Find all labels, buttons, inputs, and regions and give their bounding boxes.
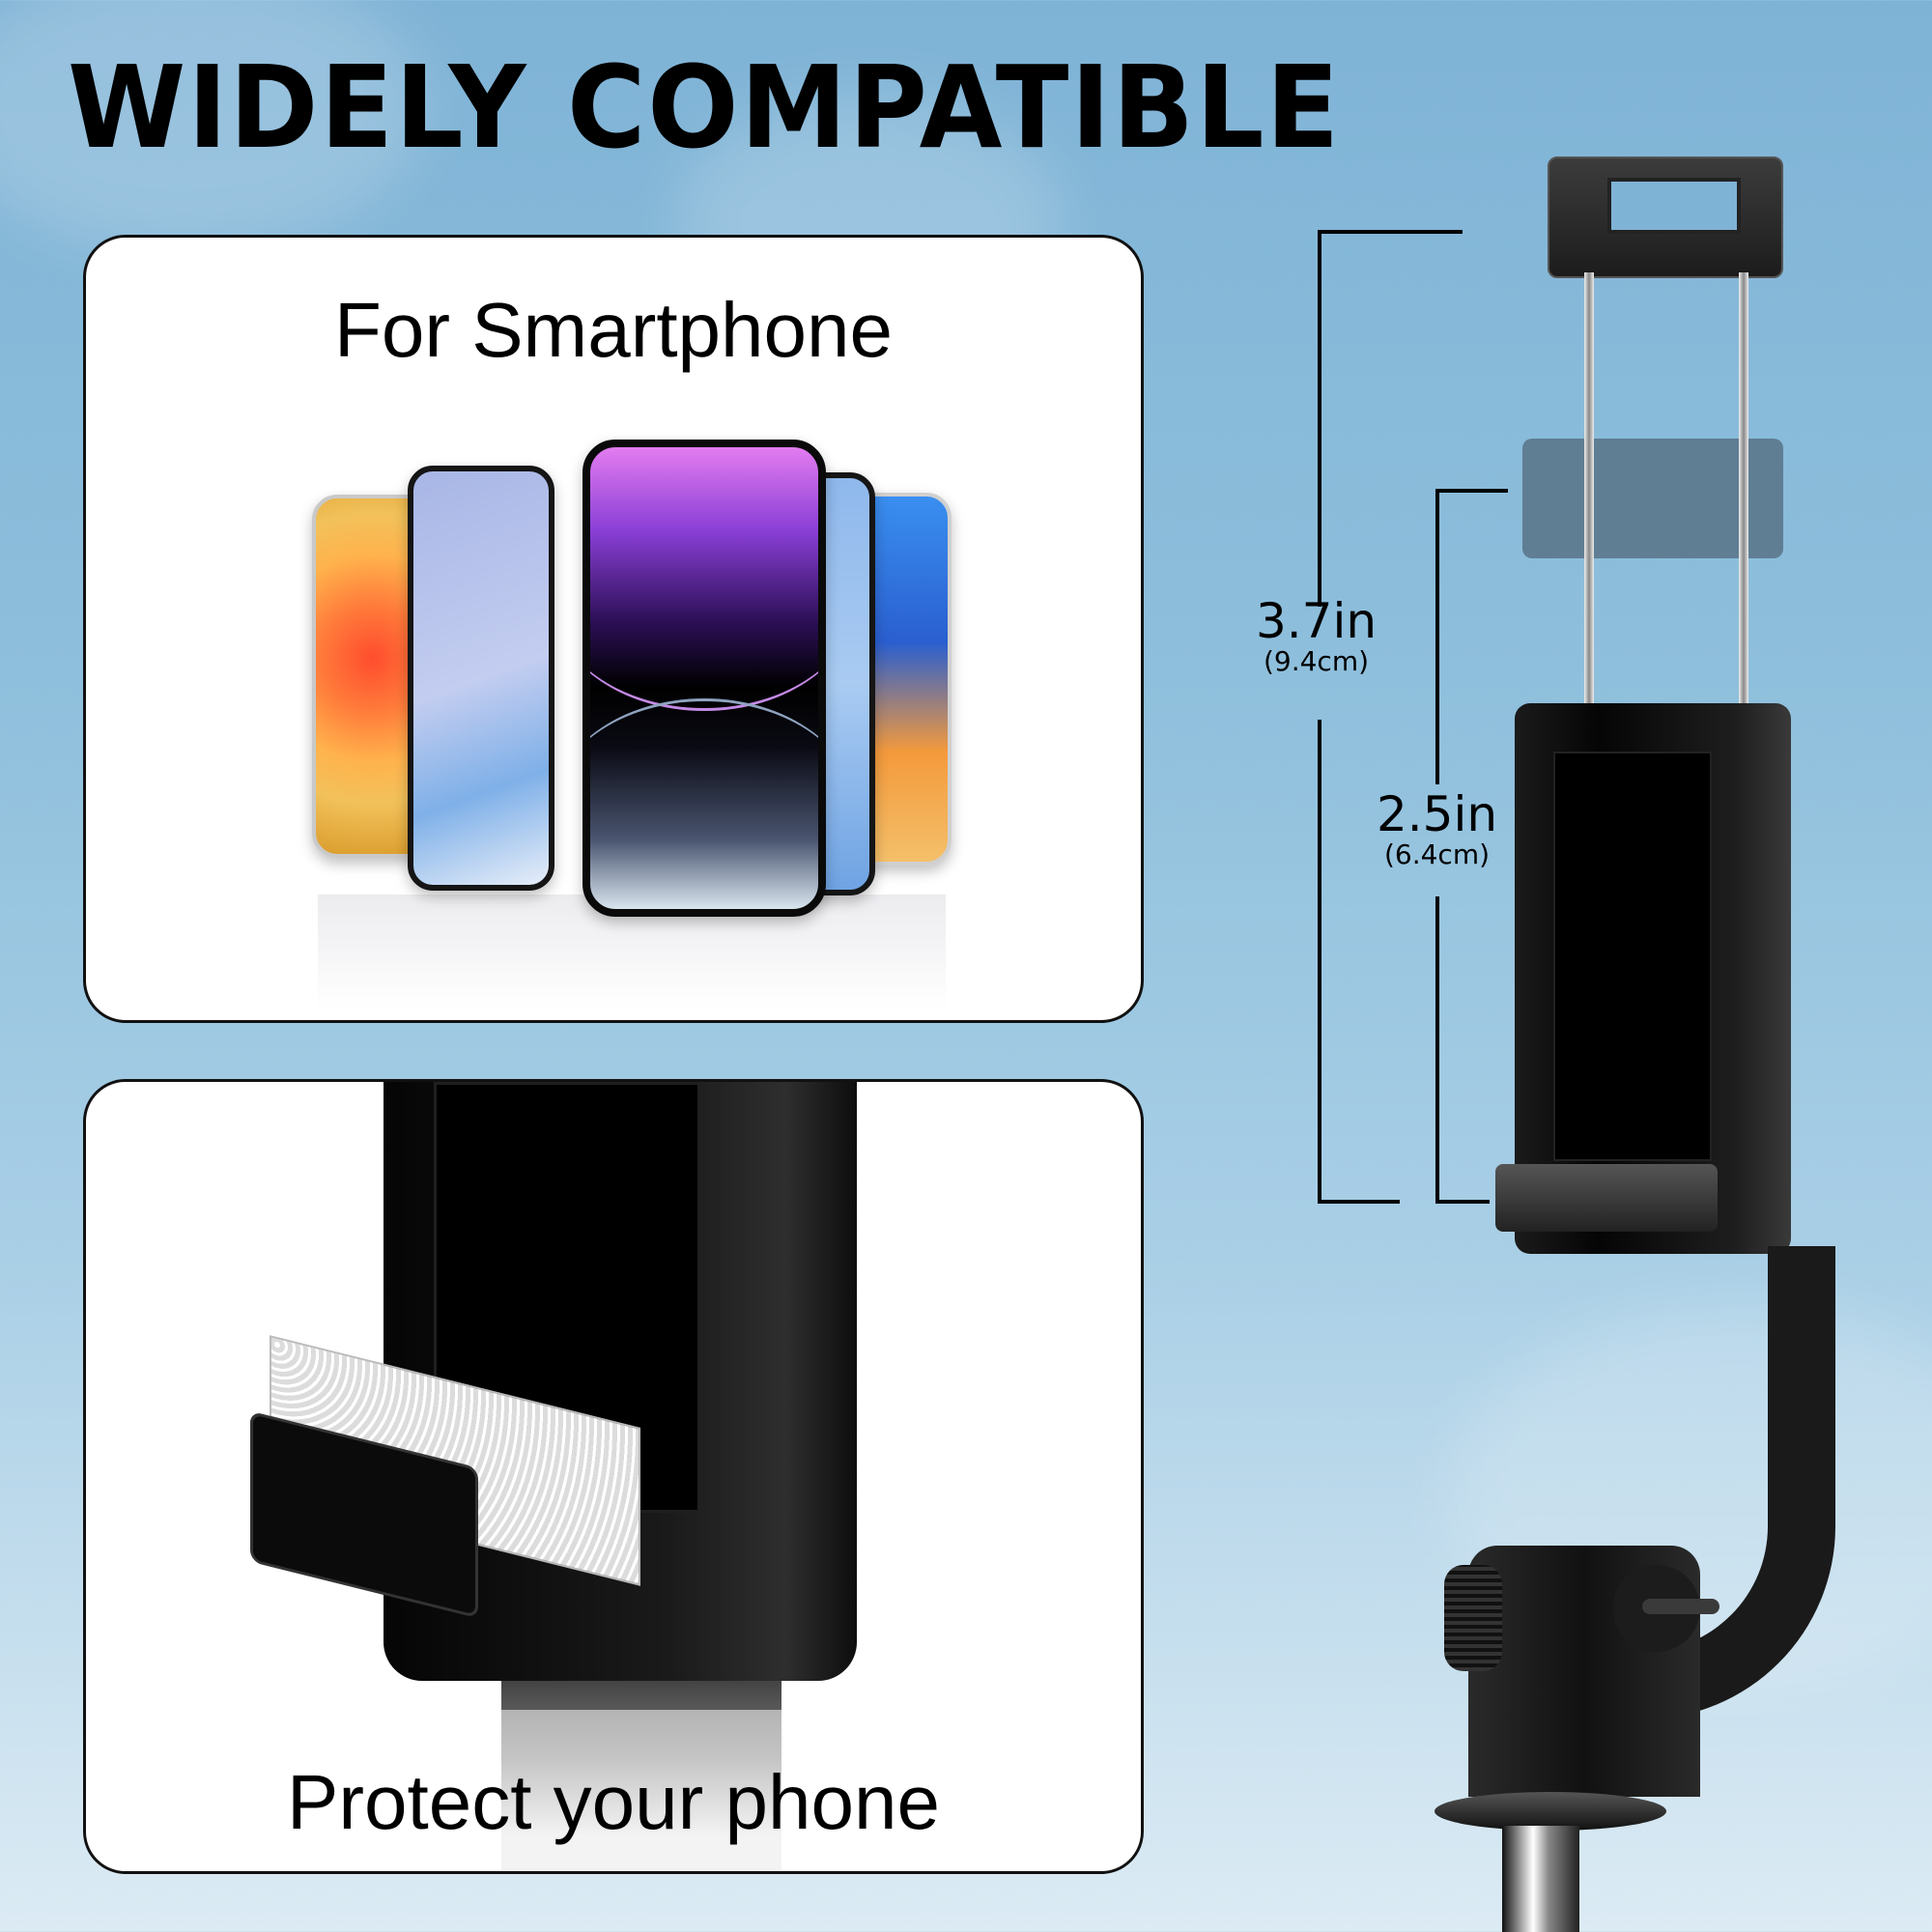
dimension-line	[1435, 896, 1439, 1203]
dimension-line	[1435, 489, 1439, 784]
dimension-label-max: 3.7in (9.4cm)	[1246, 597, 1386, 678]
base-plate-image	[1435, 1792, 1666, 1831]
card-title: For Smartphone	[333, 287, 894, 373]
clamp-top-image	[1548, 156, 1783, 278]
dimension-metric: (9.4cm)	[1263, 645, 1370, 677]
screw-handle-image	[1642, 1599, 1719, 1614]
caption-band	[86, 1710, 1141, 1871]
headline: WIDELY COMPATIBLE	[68, 41, 1342, 174]
dimension-line	[1318, 230, 1321, 607]
dimension-tick	[1318, 1200, 1400, 1204]
phone-image-lavender	[408, 466, 554, 891]
dimension-tick	[1318, 230, 1463, 234]
dimension-tick	[1435, 489, 1508, 493]
smartphone-compat-card: For Smartphone	[83, 235, 1144, 1023]
dimension-tick	[1435, 1200, 1490, 1204]
phone-image-purple	[582, 440, 826, 917]
clamp-bottom-image	[1495, 1164, 1718, 1232]
dimension-label-min: 2.5in (6.4cm)	[1367, 790, 1507, 871]
pole-image	[1502, 1826, 1579, 1932]
card-title: Protect your phone	[287, 1759, 940, 1845]
knob-image	[1444, 1565, 1502, 1671]
dimension-value: 3.7in	[1255, 593, 1378, 649]
protect-phone-card: Protect your phone	[83, 1079, 1144, 1874]
dimension-line	[1318, 720, 1321, 1203]
dimension-value: 2.5in	[1376, 786, 1498, 842]
clamp-rail	[1739, 272, 1748, 707]
clamp-rail	[1584, 272, 1594, 707]
dimension-metric: (6.4cm)	[1383, 838, 1491, 870]
clamp-body-image	[1515, 703, 1791, 1254]
